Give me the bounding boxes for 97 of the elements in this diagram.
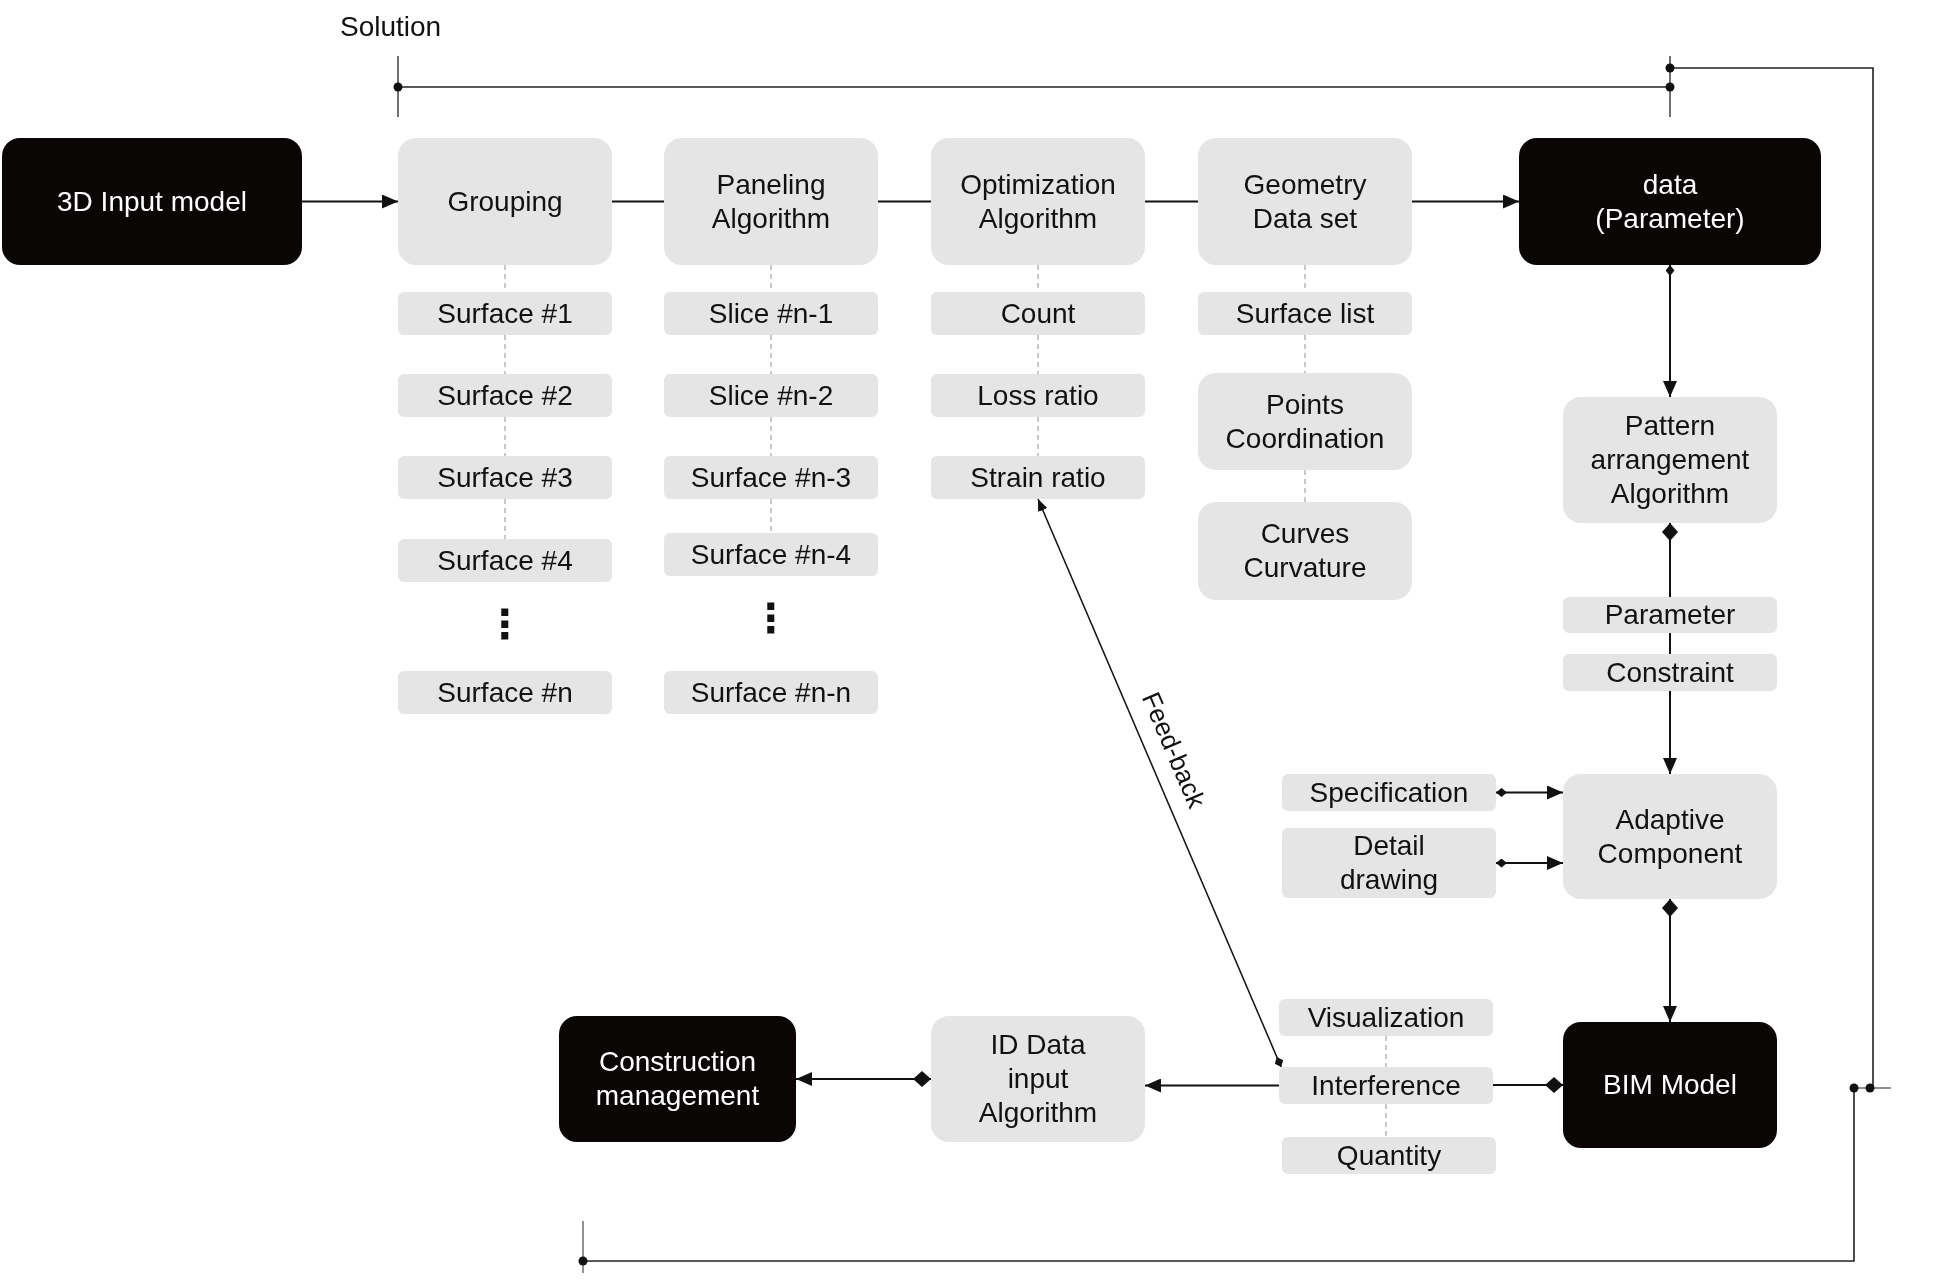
item-box [1563, 597, 1777, 633]
arrow [301, 194, 399, 209]
dashed-line [770, 416, 772, 457]
item-box [398, 539, 612, 582]
item-box [931, 374, 1145, 417]
arrow [1663, 264, 1677, 398]
connector-line [1669, 632, 1671, 655]
node-label: Loss ratio [977, 378, 1099, 413]
node-label: ID Data input Algorithm [977, 1028, 1099, 1130]
dashed-line [770, 334, 772, 375]
process-box [664, 138, 878, 265]
node-label: Points Coordination [1224, 387, 1386, 456]
node-label: data (Parameter) [1594, 167, 1746, 236]
dashed-line [770, 498, 772, 534]
item-box [1279, 999, 1493, 1036]
vertical-ellipsis: ⋮ [751, 596, 791, 640]
arrow [1037, 498, 1284, 1068]
item-box [398, 456, 612, 499]
process-box [1563, 774, 1777, 899]
dashed-line [1037, 334, 1039, 375]
terminal-box [1563, 1022, 1777, 1148]
item-box [664, 671, 878, 714]
process-box [1563, 397, 1777, 523]
dashed-line [504, 334, 506, 375]
item-box [664, 533, 878, 576]
node-label: Grouping [447, 184, 563, 219]
item-box [664, 292, 878, 335]
connector-line [877, 200, 932, 203]
node-label: Adaptive Component [1596, 802, 1744, 871]
process-box [931, 138, 1145, 265]
item-box [398, 292, 612, 335]
terminal-box [2, 138, 302, 265]
node-label: Geometry Data set [1242, 167, 1368, 236]
node-label: Surface #n-n [690, 675, 852, 710]
process-box [1198, 502, 1412, 600]
dashed-line [504, 416, 506, 457]
arrow [795, 1071, 932, 1087]
node-label: Interference [1311, 1068, 1461, 1103]
section-label: Solution [340, 10, 442, 44]
dashed-line [504, 498, 506, 540]
item-box [1282, 1137, 1496, 1174]
arrow [1662, 898, 1678, 1023]
node-label: Surface #n-3 [690, 460, 852, 495]
terminal-box [1519, 138, 1821, 265]
process-box [1198, 373, 1412, 470]
vertical-ellipsis: ⋮ [485, 602, 525, 646]
node-label: Surface #n [437, 675, 573, 710]
dashed-line [1037, 416, 1039, 457]
node-label: Quantity [1336, 1138, 1442, 1173]
arrow [1144, 1078, 1280, 1093]
dashed-line [1304, 469, 1306, 503]
node-label: Visualization [1307, 1000, 1465, 1035]
node-label: Slice #n-1 [708, 296, 834, 331]
arrow [1495, 785, 1564, 800]
node-label: Curves Curvature [1242, 517, 1368, 585]
dashed-line [1385, 1103, 1387, 1138]
arrow [1663, 690, 1677, 775]
node-label: Pattern arrangement Algorithm [1589, 409, 1751, 511]
node-label: Surface #3 [437, 460, 573, 495]
item-box [1279, 1067, 1493, 1104]
arrow [1411, 194, 1520, 209]
connector-line [611, 200, 665, 203]
item-box [1282, 828, 1496, 898]
arrow [1495, 856, 1564, 870]
process-box [931, 1016, 1145, 1142]
connector-line [1144, 200, 1199, 203]
item-box [931, 292, 1145, 335]
item-box [1563, 654, 1777, 691]
process-box [1198, 138, 1412, 265]
node-label: Surface #1 [437, 296, 573, 331]
node-label: BIM Model [1603, 1068, 1737, 1102]
item-box [664, 374, 878, 417]
node-label: Optimization Algorithm [959, 167, 1117, 236]
item-box [1198, 292, 1412, 335]
item-box [398, 671, 612, 714]
dashed-line [1385, 1035, 1387, 1068]
node-label: Parameter [1604, 598, 1736, 632]
node-label: Constraint [1606, 655, 1734, 690]
node-label: Detail drawing [1338, 829, 1440, 897]
node-label: 3D Input model [57, 184, 247, 219]
dashed-line [1304, 334, 1306, 374]
item-box [1282, 774, 1496, 811]
node-label: Surface #n-4 [690, 537, 852, 572]
node-label: Surface #4 [437, 543, 573, 578]
process-box [398, 138, 612, 265]
node-label: Slice #n-2 [708, 378, 834, 413]
item-box [398, 374, 612, 417]
node-label: Strain ratio [970, 460, 1106, 495]
node-label: Construction management [594, 1045, 761, 1113]
node-label: Paneling Algorithm [710, 167, 832, 236]
terminal-box [559, 1016, 796, 1142]
node-label: Surface #2 [437, 378, 573, 413]
node-label: Count [1000, 296, 1076, 331]
item-box [931, 456, 1145, 499]
node-label: Surface list [1235, 296, 1375, 331]
item-box [664, 456, 878, 499]
node-label: Specification [1309, 775, 1469, 810]
